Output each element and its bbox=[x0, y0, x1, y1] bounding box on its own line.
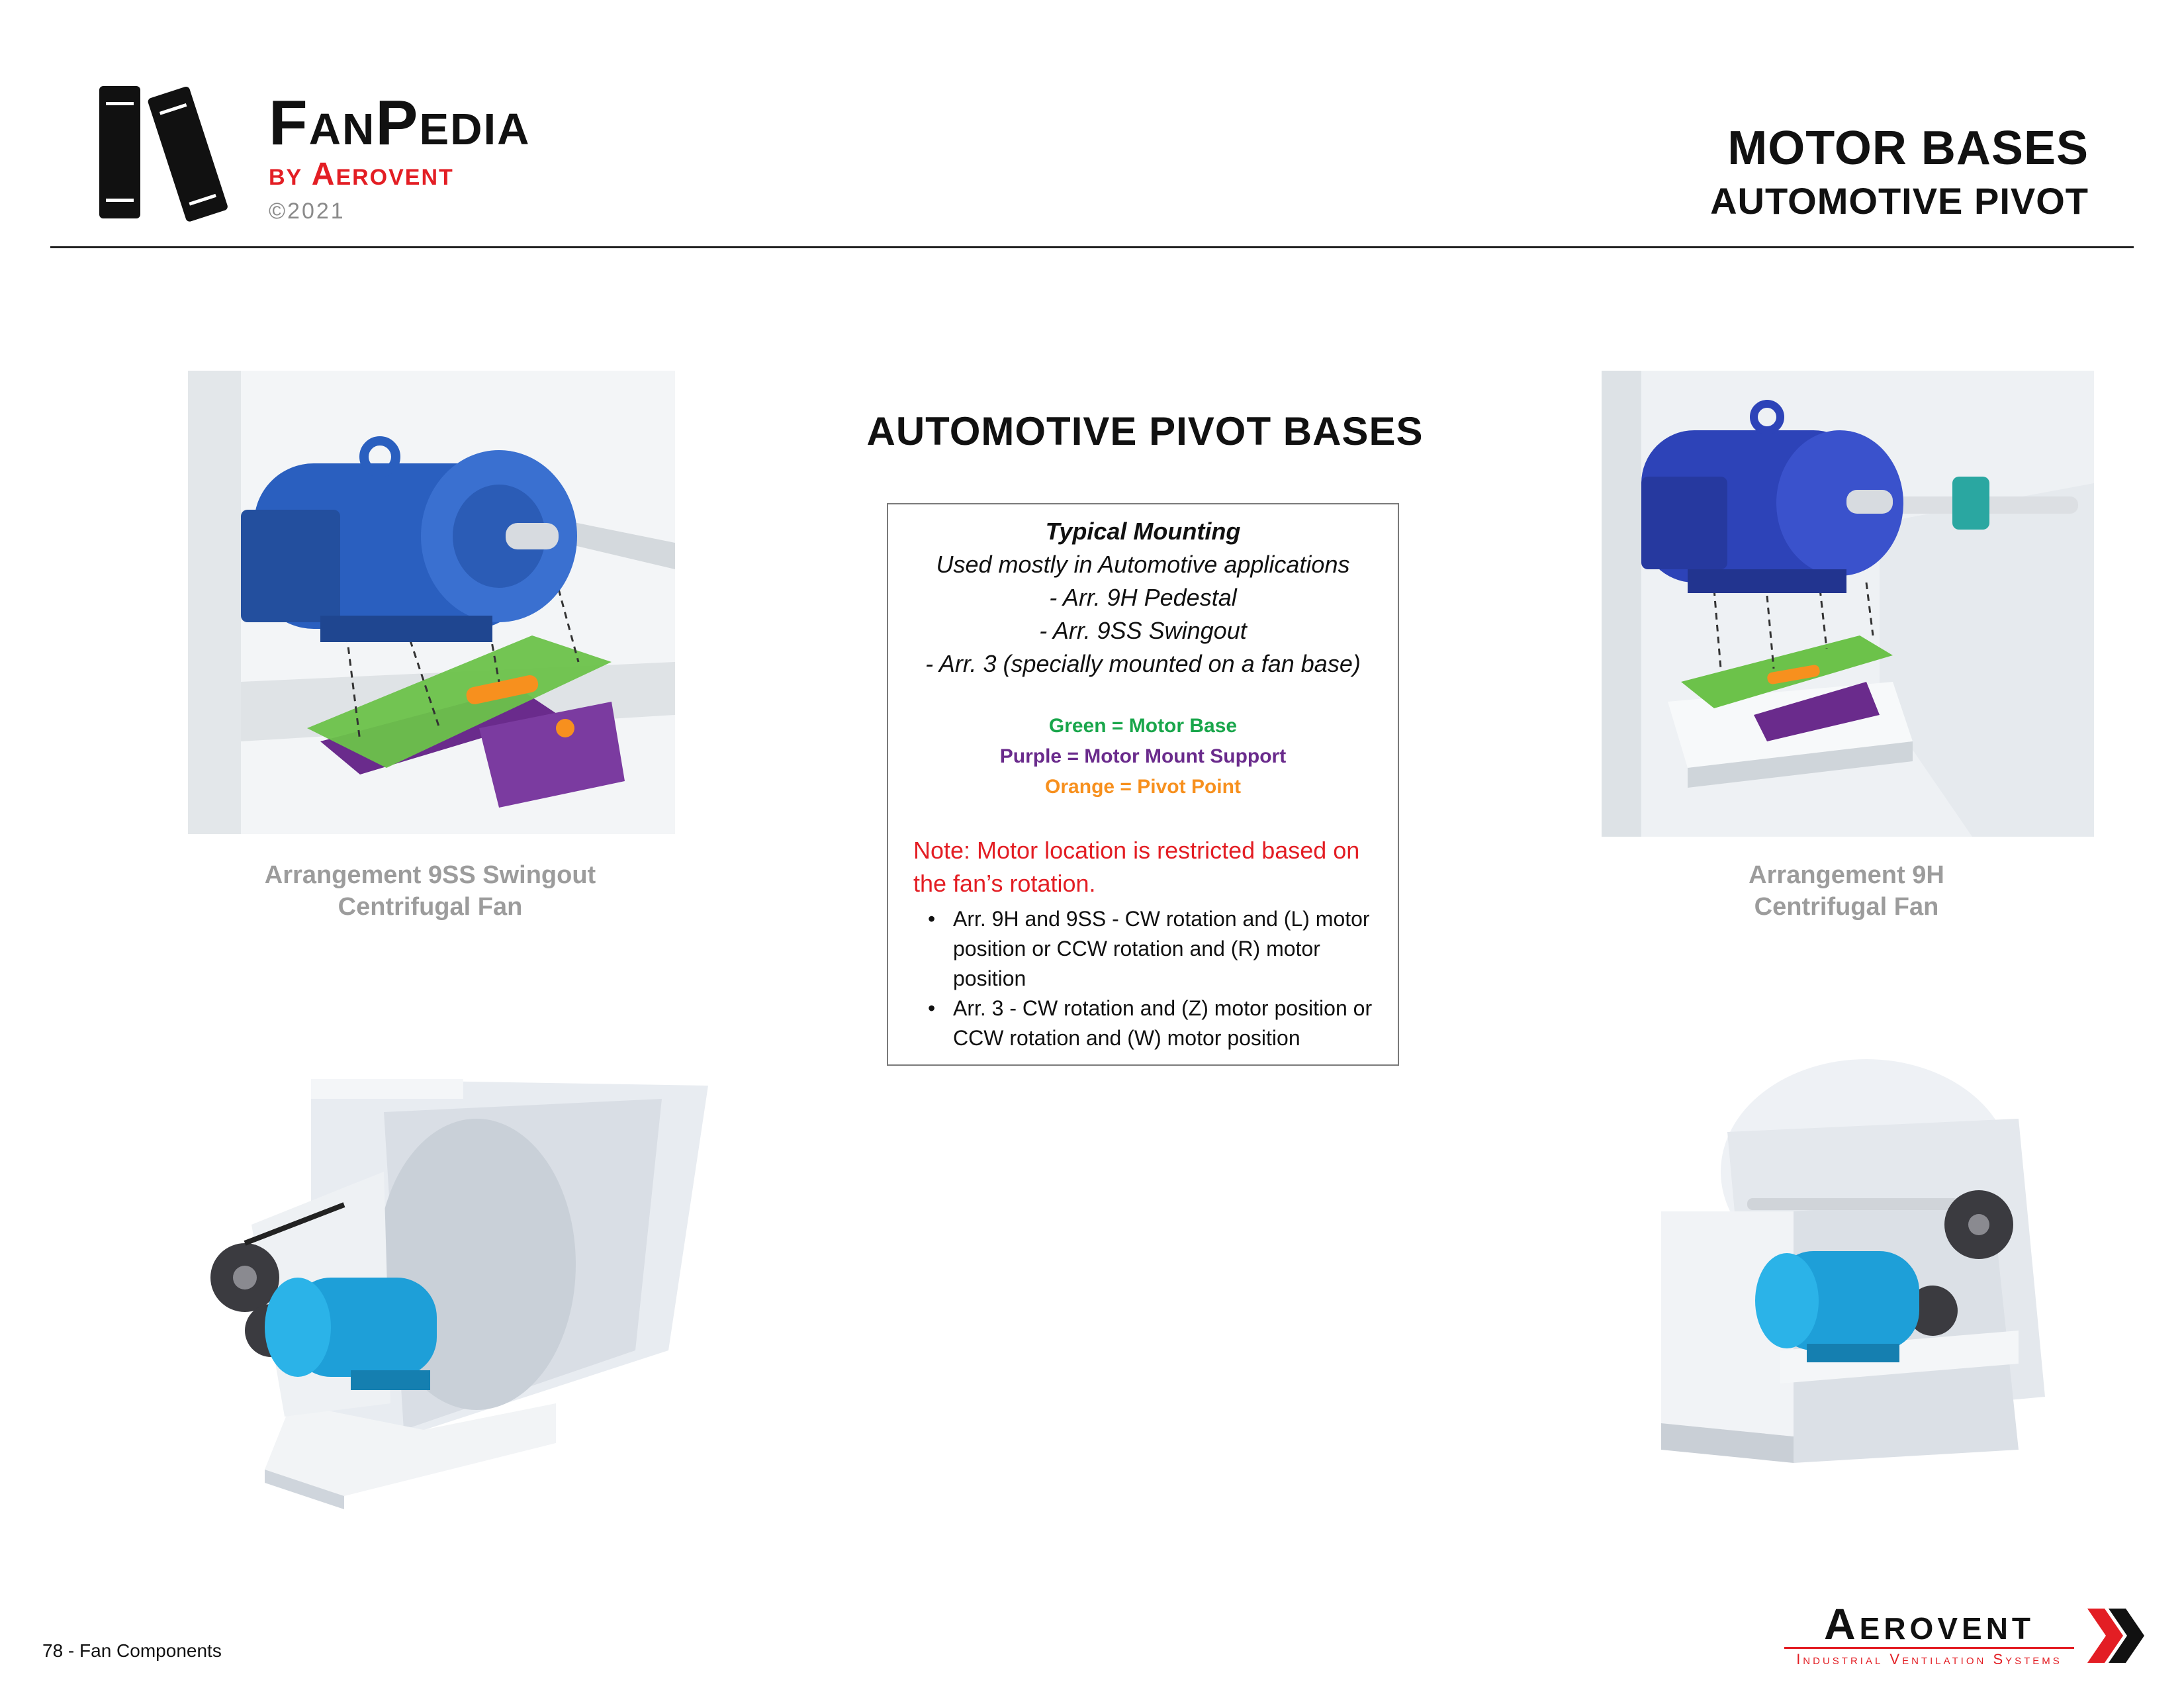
caption-9h: Arrangement 9H Centrifugal Fan bbox=[1641, 859, 2052, 923]
header-divider bbox=[50, 246, 2134, 248]
typical-mounting-heading: Typical Mounting bbox=[1045, 518, 1241, 545]
info-box: Typical Mounting Used mostly in Automoti… bbox=[887, 503, 1399, 1066]
legend-motor-mount-support: Purple = Motor Mount Support bbox=[999, 745, 1287, 767]
fan-9ss-swingout-image bbox=[210, 1079, 708, 1509]
books-icon bbox=[99, 86, 228, 222]
page-number: 78 - Fan Components bbox=[42, 1640, 222, 1661]
brand-subtitle: by Aerovent bbox=[269, 157, 454, 192]
mounting-line: - Arr. 9SS Swingout bbox=[1039, 617, 1247, 644]
fan-9h-image bbox=[1661, 1059, 2045, 1463]
page-subtitle: AUTOMOTIVE PIVOT bbox=[1710, 180, 2089, 222]
brand-name: FanPedia bbox=[269, 87, 531, 158]
motor-pivot-base-9h-image bbox=[1602, 371, 2094, 837]
double-chevron-icon bbox=[2087, 1609, 2144, 1663]
footer-logo-rule bbox=[1784, 1647, 2074, 1649]
mounting-line: - Arr. 3 (specially mounted on a fan bas… bbox=[925, 650, 1361, 677]
mounting-line: Used mostly in Automotive applications bbox=[936, 551, 1350, 578]
footer-logo-text: Aerovent bbox=[1823, 1599, 2035, 1648]
motor-pivot-base-9ss-image bbox=[188, 371, 675, 834]
list-item: Arr. 3 - CW rotation and (Z) motor posit… bbox=[913, 994, 1390, 1053]
page-title: MOTOR BASES bbox=[1727, 122, 2089, 175]
section-heading: AUTOMOTIVE PIVOT BASES bbox=[866, 409, 1424, 453]
copyright: ©2021 bbox=[269, 199, 345, 224]
legend-motor-base: Green = Motor Base bbox=[1048, 715, 1238, 737]
rotation-note: Note: Motor location is restricted based… bbox=[913, 837, 1360, 897]
caption-line: Centrifugal Fan bbox=[338, 893, 523, 921]
legend-pivot-point: Orange = Pivot Point bbox=[1045, 776, 1241, 798]
caption-line: Centrifugal Fan bbox=[1754, 893, 1939, 921]
typical-mounting: Typical Mounting Used mostly in Automoti… bbox=[888, 515, 1398, 680]
caption-line: Arrangement 9H bbox=[1749, 861, 1944, 889]
caption-9ss: Arrangement 9SS Swingout Centrifugal Fan bbox=[225, 859, 635, 923]
list-item: Arr. 9H and 9SS - CW rotation and (L) mo… bbox=[913, 904, 1390, 994]
mounting-line: - Arr. 9H Pedestal bbox=[1049, 584, 1237, 611]
rotation-bullets: Arr. 9H and 9SS - CW rotation and (L) mo… bbox=[913, 904, 1390, 1053]
caption-line: Arrangement 9SS Swingout bbox=[264, 861, 596, 889]
footer-logo-tagline: Industrial Ventilation Systems bbox=[1796, 1651, 2062, 1667]
